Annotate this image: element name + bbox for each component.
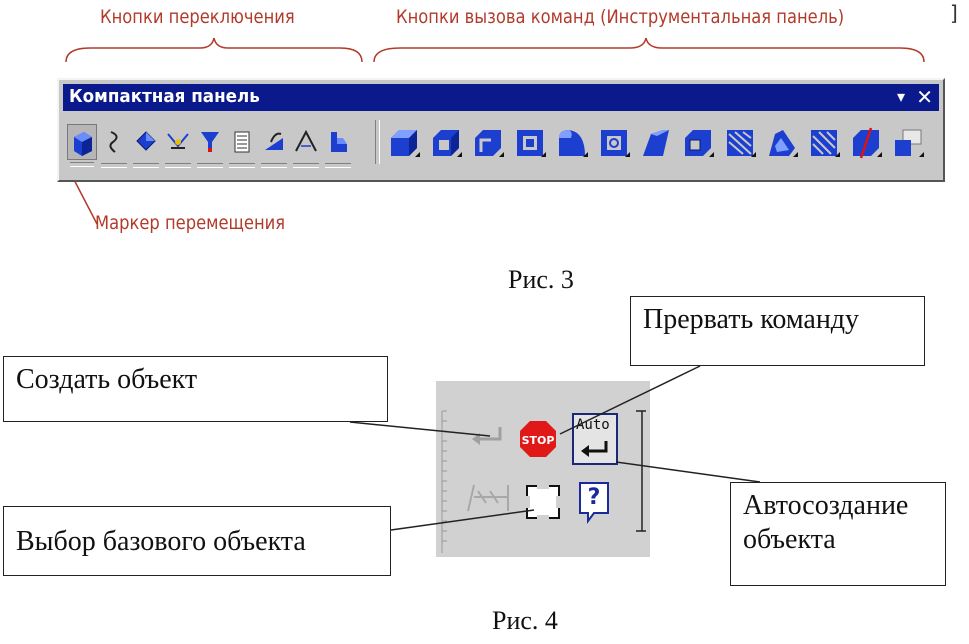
measure-icon [265,132,283,150]
solid-cube-icon [74,132,92,156]
shell-icon [769,130,798,157]
figure3-caption: Рис. 3 [508,265,574,294]
chamfer-icon [643,130,669,156]
command-buttons-label: Кнопки вызова команд (Инструментальная п… [396,6,845,28]
switch-button-curve[interactable] [99,124,129,168]
cmd-rectangle-extrude[interactable] [511,124,547,162]
switch-button-edit[interactable] [323,124,353,168]
round-icon [559,130,588,157]
pocket-icon [685,130,714,157]
stop-text: STOP [522,434,555,447]
help-icon [579,482,609,524]
toolbar-close-icon[interactable]: ✕ [916,85,933,109]
help-button[interactable]: ? [578,481,610,524]
toolbar-menu-icon[interactable]: ▾ [896,87,905,106]
section-icon [853,127,882,159]
switch-button-solid[interactable] [67,124,97,167]
cmd-extrude[interactable] [385,124,421,162]
toolbar-title: Компактная панель [69,86,260,107]
toolbar-titlebar[interactable]: Компактная панель ▾ ✕ [63,84,939,111]
stop-icon[interactable]: STOP [518,419,558,459]
compact-toolbar: Компактная панель ▾ ✕ [57,78,945,182]
rectangle-extrude-icon [517,130,546,157]
base-object-icon[interactable] [524,483,562,521]
auto-create-button[interactable]: Auto [572,413,618,465]
extrude-shell-icon [433,130,462,157]
switch-button-geometry[interactable] [131,124,161,168]
command-panel: STOP Auto ? [436,381,650,557]
cmd-chamfer[interactable] [637,124,673,162]
cmd-rib[interactable] [721,124,757,162]
switch-button-dimension[interactable] [163,124,193,168]
help-glyph: ? [587,485,601,510]
switch-button-spec[interactable] [227,124,257,168]
geometry-icon [136,131,156,151]
move-marker-label: Маркер перемещения [95,212,286,234]
cmd-mirror[interactable] [889,124,925,162]
mirror-icon [895,129,924,157]
auto-text: Auto [576,417,610,433]
cmd-shell[interactable] [763,124,799,162]
dimension-disabled-icon [467,484,509,512]
callout-auto-line1: Автосоздание [743,490,909,521]
angle-icon [295,129,317,152]
dimension-icon [167,133,189,149]
array-icon [811,130,840,157]
spec-icon [234,131,250,153]
cmd-extrude-thin[interactable] [469,124,505,162]
hole-icon [601,130,630,157]
move-marker-grip[interactable] [375,120,380,164]
extrude-icon [391,130,420,157]
cmd-section[interactable] [847,124,883,162]
cmd-pocket[interactable] [679,124,715,162]
callout-abort-command: Прервать команду [630,296,925,366]
switch-buttons-label: Кнопки переключения [100,6,295,28]
edit-icon [331,132,347,152]
switch-button-measure[interactable] [259,124,289,168]
cmd-array[interactable] [805,124,841,162]
figure4-caption: Рис. 4 [492,606,558,635]
command-panel-icons [441,410,646,553]
callout-create-object: Создать объект [3,356,388,422]
rib-icon [727,130,756,157]
extrude-thin-icon [475,130,504,157]
switch-button-angle[interactable] [291,124,321,168]
switch-button-filter[interactable] [195,124,225,168]
curve-icon [109,131,118,153]
filter-icon [201,132,219,152]
callout-auto-line2: объекта [743,523,836,555]
cmd-extrude-shell[interactable] [427,124,463,162]
cmd-hole[interactable] [595,124,631,162]
enter-arrow-icon [581,441,608,457]
callout-base-object: Выбор базового объекта [3,506,391,576]
cmd-round[interactable] [553,124,589,162]
callout-auto-create: Автосоздание объекта [730,482,946,586]
create-object-icon[interactable] [468,423,508,453]
svg-text:]: ] [950,1,958,25]
